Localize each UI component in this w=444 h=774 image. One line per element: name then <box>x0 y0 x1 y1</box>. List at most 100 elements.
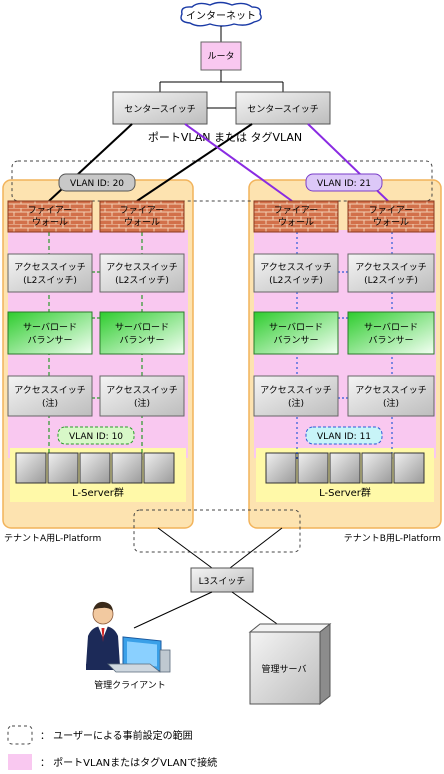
tenant-b-outer-vlan-label: VLAN ID: 21 <box>317 179 371 189</box>
link-l3-server <box>231 591 281 627</box>
lb-sub: バランサー <box>27 335 72 346</box>
router: ルータ <box>200 41 242 71</box>
tenant-a-inner-vlan-tag: VLAN ID: 10 <box>57 426 135 445</box>
tenant-a-server-group-label: L-Server群 <box>72 486 124 499</box>
tenant-b-access-switch-l2-2: アクセススイッチ (L2スイッチ) <box>347 253 435 293</box>
admin-client: 管理クライアント <box>86 601 171 691</box>
access-switch-sub: (注) <box>42 397 58 409</box>
tenant-b-inner-vlan-tag: VLAN ID: 11 <box>305 426 383 445</box>
tenant-b-server-group-label: L-Server群 <box>319 486 371 499</box>
server-box <box>47 452 79 484</box>
tenant-b-access-switch-note-1: アクセススイッチ (注) <box>253 375 339 417</box>
access-switch-label: アクセススイッチ <box>14 385 86 396</box>
firewall-label-2: ウォール <box>124 217 160 228</box>
firewall-label-1: ファイアー <box>28 206 72 216</box>
tenant-b-access-switch-note-2: アクセススイッチ (注) <box>347 375 435 417</box>
server-box <box>329 452 361 484</box>
internet-label: インターネット <box>186 10 256 22</box>
tenant-a-server-group: L-Server群 <box>15 452 175 499</box>
server-box <box>111 452 143 484</box>
access-switch-label: アクセススイッチ <box>106 385 178 396</box>
link-tenant-b-l3 <box>229 527 283 569</box>
firewall-label-2: ウォール <box>278 217 314 228</box>
device-pair-links <box>92 271 348 399</box>
server-box <box>265 452 297 484</box>
l3-switch-label: L3スイッチ <box>199 576 246 587</box>
tenant-b-firewall-2: ファイアー ウォール <box>347 200 435 233</box>
lb-sub: バランサー <box>368 335 413 346</box>
access-switch-label: アクセススイッチ <box>106 262 178 273</box>
legend-dashed-label: ： ユーザーによる事前設定の範囲 <box>40 729 193 742</box>
link-l3-client <box>133 591 213 629</box>
tenant-b-outer-vlan-tag: VLAN ID: 21 <box>305 173 383 192</box>
server-box <box>393 452 425 484</box>
access-switch-label: アクセススイッチ <box>355 262 427 273</box>
access-switch-sub: (注) <box>383 397 399 409</box>
legend-pink-label: ： ポートVLANまたはタグVLANで接続 <box>40 756 217 769</box>
access-switch-sub: (L2スイッチ) <box>364 275 418 286</box>
core-switch-right-label: センタースイッチ <box>247 104 319 115</box>
legend-dashed-swatch <box>7 725 33 745</box>
access-switch-label: アクセススイッチ <box>260 262 332 273</box>
access-switch-sub: (L2スイッチ) <box>269 275 323 286</box>
tenant-b-load-balancer-1: サーバロード バランサー <box>253 311 339 355</box>
firewall-label-2: ウォール <box>373 217 409 228</box>
server-box <box>297 452 329 484</box>
tenant-b-platform-label: テナントB用L-Platform <box>344 533 441 544</box>
tenant-a-access-switch-note-1: アクセススイッチ (注) <box>7 375 93 417</box>
tenant-b-server-group: L-Server群 <box>265 452 425 499</box>
core-switch-right: センタースイッチ <box>235 91 331 125</box>
lb-label: サーバロード <box>23 322 77 333</box>
tenant-a-access-switch-l2-2: アクセススイッチ (L2スイッチ) <box>99 253 185 293</box>
lb-label: サーバロード <box>115 322 169 333</box>
tenant-a-inner-vlan-label: VLAN ID: 10 <box>69 432 123 442</box>
legend-pink-swatch <box>8 754 32 770</box>
lb-sub: バランサー <box>273 335 318 346</box>
l3-switch: L3スイッチ <box>190 567 254 593</box>
firewall-label-1: ファイアー <box>369 206 413 216</box>
person-icon <box>86 601 132 670</box>
firewall-label-1: ファイアー <box>274 206 318 216</box>
admin-server: 管理サーバ <box>248 622 332 706</box>
tenant-a-access-switch-l2-1: アクセススイッチ (L2スイッチ) <box>7 253 93 293</box>
server-box <box>143 452 175 484</box>
legend: ： ユーザーによる事前設定の範囲 ： ポートVLANまたはタグVLANで接続 <box>7 725 217 770</box>
link-tenant-a-l3 <box>157 527 213 569</box>
core-switch-left: センタースイッチ <box>112 91 208 125</box>
link-core-fw-b1 <box>184 123 293 202</box>
server-box <box>361 452 393 484</box>
tenant-b-firewall-1: ファイアー ウォール <box>253 200 339 233</box>
core-switch-left-label: センタースイッチ <box>124 104 196 115</box>
tenant-a-outer-vlan-tag: VLAN ID: 20 <box>58 173 136 192</box>
internet-cloud: インターネット <box>180 1 262 27</box>
tenant-a-outer-vlan-label: VLAN ID: 20 <box>70 179 124 189</box>
access-switch-sub: (L2スイッチ) <box>115 275 169 286</box>
access-switch-sub: (注) <box>288 397 304 409</box>
server-box <box>79 452 111 484</box>
lb-sub: バランサー <box>119 335 164 346</box>
admin-client-label: 管理クライアント <box>94 679 166 691</box>
vlan-mode-note: ポートVLAN または タグVLAN <box>148 130 302 144</box>
link-core-fw-a2 <box>136 123 253 202</box>
access-switch-sub: (L2スイッチ) <box>23 275 77 286</box>
access-switch-label: アクセススイッチ <box>355 385 427 396</box>
lb-label: サーバロード <box>269 322 323 333</box>
tenant-a-platform-label: テナントA用L-Platform <box>4 533 101 544</box>
admin-server-label: 管理サーバ <box>262 663 307 675</box>
tenant-a-load-balancer-2: サーバロード バランサー <box>99 311 185 355</box>
tenant-a-load-balancer-1: サーバロード バランサー <box>7 311 93 355</box>
access-switch-label: アクセススイッチ <box>260 385 332 396</box>
tenant-b-access-switch-l2-1: アクセススイッチ (L2スイッチ) <box>253 253 339 293</box>
tenant-a-access-switch-note-2: アクセススイッチ (注) <box>99 375 185 417</box>
lb-label: サーバロード <box>364 322 418 333</box>
computer-icon <box>107 636 171 673</box>
preconfig-range-top <box>11 160 433 202</box>
tenant-a-firewall-1: ファイアー ウォール <box>7 200 93 233</box>
access-switch-sub: (注) <box>134 397 150 409</box>
server-box <box>15 452 47 484</box>
router-label: ルータ <box>207 51 234 62</box>
tenant-b-inner-vlan-label: VLAN ID: 11 <box>317 432 371 442</box>
tenant-a-firewall-2: ファイアー ウォール <box>99 200 185 233</box>
firewall-label-2: ウォール <box>32 217 68 228</box>
